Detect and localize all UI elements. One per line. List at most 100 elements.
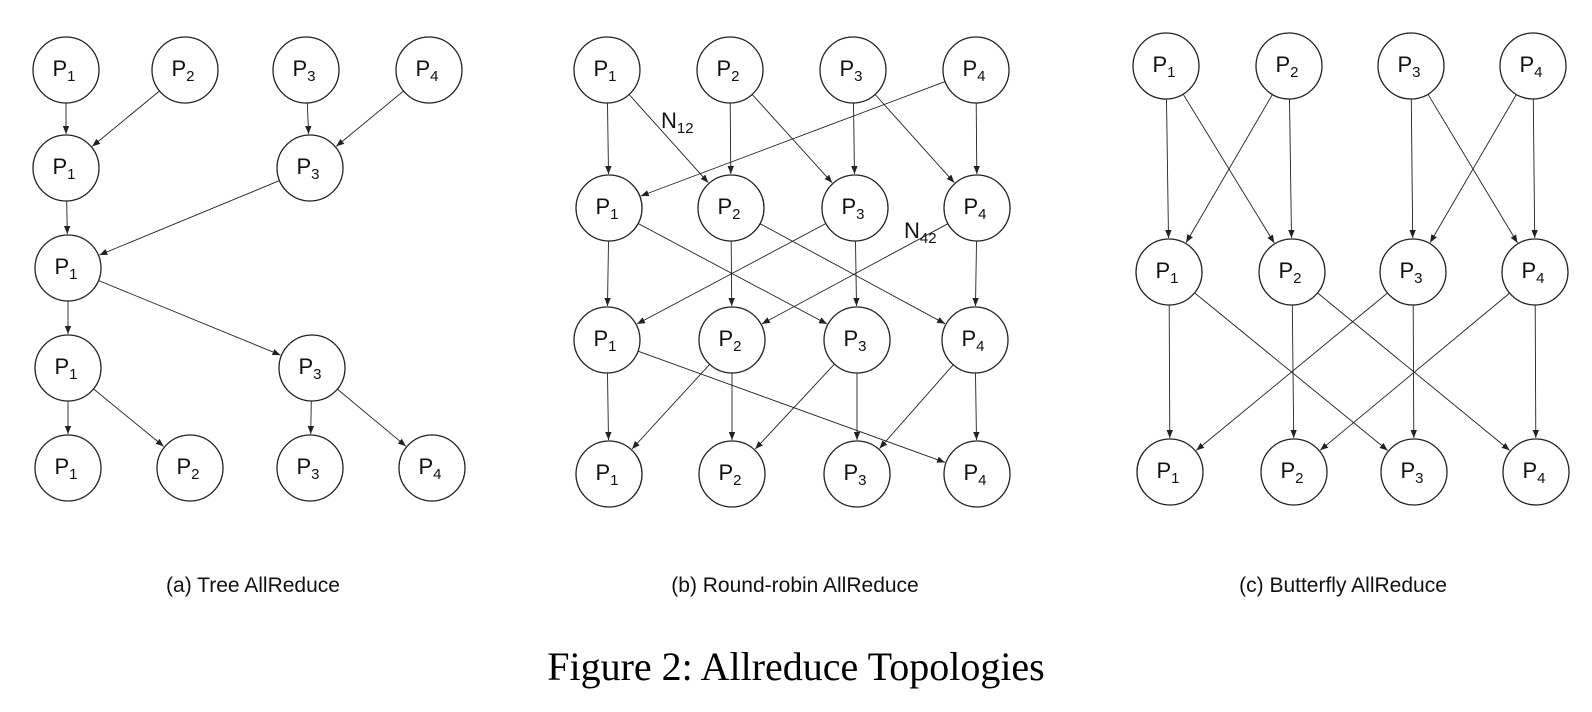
tree-edge-2-to-5 xyxy=(305,102,312,135)
butterfly-node-circle xyxy=(1379,238,1447,306)
butterfly-edge-6-to-8 xyxy=(1196,292,1388,451)
butterfly-node-circle xyxy=(1501,238,1569,306)
butterfly-node-P3: P3 xyxy=(1377,32,1445,100)
tree-node-label: P1 xyxy=(54,254,77,283)
round-robin-node-label: P3 xyxy=(843,326,866,355)
tree-node-P1: P1 xyxy=(34,434,102,502)
butterfly-node-label: P4 xyxy=(1522,458,1545,487)
butterfly-edge-0-to-4 xyxy=(1165,98,1172,239)
round-robin-edge-2-to-6 xyxy=(851,102,858,175)
round-robin-node-label: P2 xyxy=(716,56,739,85)
round-robin-node-P3: P3 xyxy=(823,306,891,374)
round-robin-allreduce-caption: (b) Round-robin AllReduce xyxy=(671,574,918,597)
butterfly-node-label: P2 xyxy=(1275,52,1298,81)
round-robin-node-circle xyxy=(943,174,1011,242)
edges-layer xyxy=(62,81,1539,463)
round-robin-node-P4: P4 xyxy=(943,440,1011,508)
tree-edge-7-to-10 xyxy=(93,388,164,447)
round-robin-node-P4: P4 xyxy=(943,174,1011,242)
tree-edge-8-to-11 xyxy=(307,400,315,435)
round-robin-edge-0-to-4 xyxy=(605,102,612,175)
round-robin-edge-label-N42: N42 xyxy=(904,218,937,247)
tree-node-circle xyxy=(272,36,340,104)
round-robin-node-P1: P1 xyxy=(575,174,643,242)
butterfly-node-label: P2 xyxy=(1280,458,1303,487)
butterfly-edge-1-to-4 xyxy=(1185,94,1273,243)
round-robin-node-circle xyxy=(823,440,891,508)
butterfly-node-label: P1 xyxy=(1156,458,1179,487)
butterfly-node-P1: P1 xyxy=(1132,32,1200,100)
butterfly-node-circle xyxy=(1255,32,1323,100)
butterfly-edge-7-to-9 xyxy=(1319,292,1510,451)
butterfly-node-P2: P2 xyxy=(1255,32,1323,100)
round-robin-node-P4: P4 xyxy=(941,306,1009,374)
tree-node-circle xyxy=(395,36,463,104)
tree-allreduce-caption: (a) Tree AllReduce xyxy=(166,574,340,597)
tree-node-circle xyxy=(276,134,344,202)
round-robin-node-circle xyxy=(575,174,643,242)
round-robin-edge-3-to-7 xyxy=(973,102,980,175)
tree-node-label: P2 xyxy=(171,56,194,85)
butterfly-edge-5-to-9 xyxy=(1290,304,1297,439)
tree-node-P4: P4 xyxy=(398,434,466,502)
round-robin-edge-label-N12: N12 xyxy=(661,108,694,137)
round-robin-edge-0-to-5 xyxy=(628,94,709,184)
tree-edge-8-to-12 xyxy=(337,388,407,447)
butterfly-edge-7-to-11 xyxy=(1532,304,1539,439)
tree-edge-5-to-6 xyxy=(99,180,280,256)
butterfly-node-label: P1 xyxy=(1152,52,1175,81)
round-robin-node-P3: P3 xyxy=(823,440,891,508)
butterfly-node-P1: P1 xyxy=(1135,238,1203,306)
butterfly-edge-1-to-5 xyxy=(1288,98,1295,239)
round-robin-edge-7-to-9 xyxy=(761,223,949,325)
butterfly-edge-4-to-10 xyxy=(1194,292,1388,451)
round-robin-node-label: P3 xyxy=(843,460,866,489)
butterfly-node-circle xyxy=(1377,32,1445,100)
tree-node-circle xyxy=(32,134,100,202)
round-robin-node-circle xyxy=(819,36,887,104)
round-robin-edge-1-to-5 xyxy=(727,102,734,175)
butterfly-node-circle xyxy=(1132,32,1200,100)
butterfly-edge-2-to-6 xyxy=(1409,98,1416,239)
round-robin-node-P2: P2 xyxy=(697,174,765,242)
tree-edge-1-to-4 xyxy=(91,90,160,147)
tree-node-P1: P1 xyxy=(32,134,100,202)
round-robin-node-circle xyxy=(821,174,889,242)
tree-node-label: P4 xyxy=(415,56,438,85)
round-robin-node-P4: P4 xyxy=(942,36,1010,104)
tree-node-label: P1 xyxy=(54,454,77,483)
tree-node-label: P4 xyxy=(418,454,441,483)
tree-node-P4: P4 xyxy=(395,36,463,104)
round-robin-node-circle xyxy=(573,36,641,104)
tree-node-circle xyxy=(32,36,100,104)
round-robin-edge-6-to-8 xyxy=(636,223,827,325)
butterfly-edge-3-to-6 xyxy=(1429,94,1517,243)
butterfly-node-label: P3 xyxy=(1397,52,1420,81)
tree-node-P1: P1 xyxy=(34,334,102,402)
round-robin-node-circle xyxy=(823,306,891,374)
tree-node-label: P3 xyxy=(298,354,321,383)
tree-node-label: P2 xyxy=(176,454,199,483)
butterfly-edge-4-to-8 xyxy=(1166,304,1173,439)
butterfly-node-circle xyxy=(1260,438,1328,506)
round-robin-node-label: P4 xyxy=(963,194,986,223)
round-robin-node-label: P1 xyxy=(593,326,616,355)
tree-node-label: P3 xyxy=(296,154,319,183)
butterfly-node-P4: P4 xyxy=(1502,438,1570,506)
round-robin-edge-8-to-15 xyxy=(637,350,946,463)
tree-node-P1: P1 xyxy=(32,36,100,104)
tree-node-label: P1 xyxy=(52,56,75,85)
figure-caption: Figure 2: Allreduce Topologies xyxy=(547,644,1045,689)
tree-node-P2: P2 xyxy=(151,36,219,104)
round-robin-edge-9-to-12 xyxy=(631,363,711,450)
round-robin-node-label: P1 xyxy=(595,194,618,223)
round-robin-node-label: P1 xyxy=(595,460,618,489)
butterfly-node-label: P1 xyxy=(1155,258,1178,287)
butterfly-node-P4: P4 xyxy=(1501,238,1569,306)
tree-node-P1: P1 xyxy=(34,234,102,302)
tree-node-label: P1 xyxy=(54,354,77,383)
round-robin-node-circle xyxy=(573,306,641,374)
round-robin-node-P3: P3 xyxy=(821,174,889,242)
